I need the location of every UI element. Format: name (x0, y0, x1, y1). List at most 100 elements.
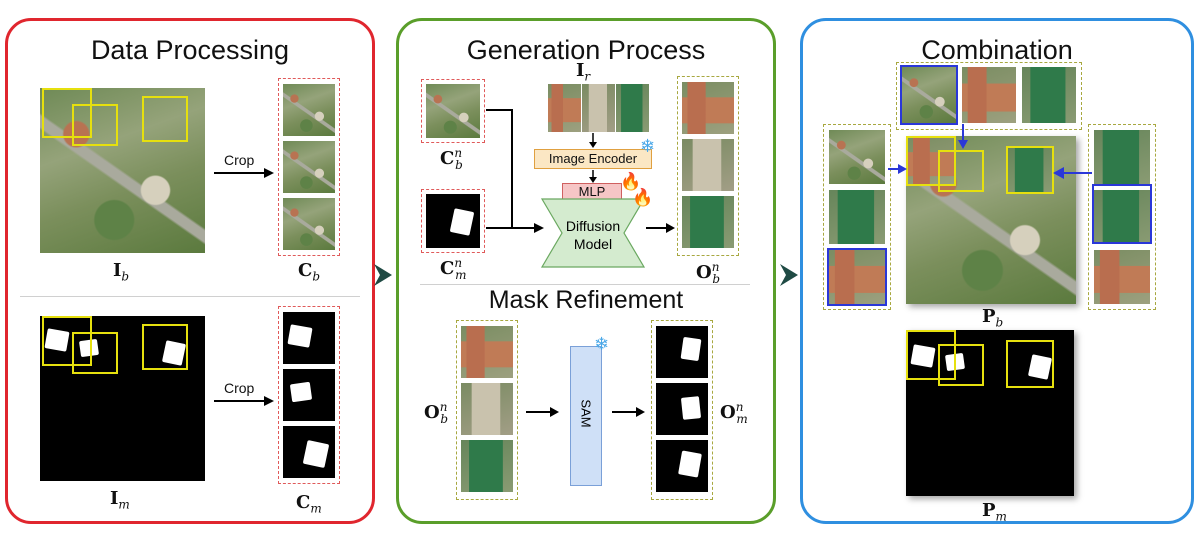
label-omn: Onm (720, 400, 748, 426)
composite-mask (906, 330, 1074, 496)
diffusion-model-label-line2: Model (573, 236, 613, 252)
cm-crop-2 (283, 369, 335, 421)
arrow-right-icon (612, 407, 645, 417)
label-obn-refine: Onb (424, 400, 449, 426)
reference-image-1 (548, 84, 581, 132)
composite-mask-box-1 (906, 330, 956, 380)
section-divider (20, 296, 360, 297)
fire-icon: 🔥 (620, 172, 642, 191)
composite-mask-box-3 (1006, 340, 1054, 388)
right-crop-2 (1094, 190, 1150, 244)
cmn-image (426, 194, 480, 248)
right-crop-3 (1094, 250, 1150, 304)
diffusion-model-block (540, 198, 646, 268)
arrow-right-icon (646, 223, 675, 233)
fire-icon: 🔥 (632, 188, 654, 207)
arrow-right-icon (214, 396, 274, 406)
label-ir: Ir (576, 60, 591, 84)
mask-crop-box-3 (142, 324, 188, 370)
top-crop-3 (1022, 67, 1076, 123)
crop-label-top: Crop (224, 152, 255, 168)
label-cm: Cm (296, 492, 322, 516)
cbn-image (426, 84, 480, 138)
right-crop-1 (1094, 130, 1150, 184)
omn-2 (656, 383, 708, 435)
generation-title: Generation Process (466, 35, 706, 65)
omn-frame (651, 320, 713, 500)
pasted-patch-1 (908, 138, 956, 186)
cbn-frame (421, 79, 485, 143)
arrow-left-icon (1053, 167, 1092, 179)
crop-label-bottom: Crop (224, 380, 255, 396)
top-crop-1-highlight (900, 65, 958, 125)
label-cb: Cb (298, 260, 321, 284)
section-divider (420, 284, 750, 285)
data-processing-title: Data Processing (90, 35, 290, 65)
label-obn-output: Onb (696, 260, 721, 286)
right-crops-frame (1088, 124, 1156, 310)
arrow-right-icon (888, 164, 907, 174)
arrow-right-icon (374, 264, 392, 286)
omn-3 (656, 440, 708, 492)
arrow-right-icon (214, 168, 274, 178)
label-cmn: Cnm (440, 256, 467, 282)
snowflake-icon: ❄ (594, 334, 610, 354)
source-mask-image (40, 316, 205, 481)
composite-box-1 (906, 136, 956, 186)
label-im: Im (110, 488, 130, 512)
label-ib: Ib (113, 260, 130, 284)
composite-box-3 (1006, 146, 1054, 194)
left-crops-frame (823, 124, 891, 310)
obn-refine-3 (461, 440, 513, 492)
crop-box-1 (42, 88, 92, 138)
left-crop-3-highlight (827, 248, 887, 306)
left-crop-3 (829, 250, 885, 304)
left-crop-2 (829, 190, 885, 244)
top-crop-2 (962, 67, 1016, 123)
obn-output-2 (682, 139, 734, 191)
omn-1 (656, 326, 708, 378)
input-connector (486, 109, 544, 233)
arrow-down-icon (589, 133, 597, 148)
mask-crop-box-2 (72, 332, 118, 374)
image-encoder-block: Image Encoder (534, 149, 652, 169)
top-crops-frame (896, 62, 1082, 130)
composite-box-2 (938, 150, 984, 192)
cb-crop-2 (283, 141, 335, 193)
right-crop-2-highlight (1092, 184, 1152, 244)
label-cbn: Cnb (440, 146, 463, 172)
cm-crop-3 (283, 426, 335, 478)
label-pb: Pb (982, 306, 1004, 330)
obn-output-frame (677, 76, 739, 256)
obn-output-1 (682, 82, 734, 134)
cb-crop-3 (283, 198, 335, 250)
arrow-right-icon (780, 264, 798, 286)
arrow-down-icon (589, 170, 597, 183)
mask-crop-box-1 (42, 316, 92, 366)
cmn-frame (421, 189, 485, 253)
snowflake-icon: ❄ (640, 136, 656, 156)
cm-crops-frame (278, 306, 340, 484)
sam-label: SAM (578, 399, 594, 428)
top-crop-1 (902, 67, 956, 123)
composite-mask-box-2 (938, 344, 984, 386)
combination-title: Combination (921, 35, 1073, 65)
cb-crop-1 (283, 84, 335, 136)
obn-refine-1 (461, 326, 513, 378)
label-pm: Pm (982, 500, 1007, 524)
diffusion-model-label-line1: Diffusion (565, 218, 621, 234)
arrow-right-icon (526, 407, 559, 417)
reference-image-2 (582, 84, 615, 132)
reference-image-3 (616, 84, 649, 132)
arrow-down-icon (958, 124, 968, 149)
crop-box-2 (72, 104, 118, 146)
cm-crop-1 (283, 312, 335, 364)
obn-output-3 (682, 196, 734, 248)
source-aerial-image (40, 88, 205, 253)
obn-refine-2 (461, 383, 513, 435)
crop-box-3 (142, 96, 188, 142)
pasted-patch-3 (1008, 148, 1052, 192)
mask-refinement-title: Mask Refinement (488, 286, 684, 314)
obn-refine-frame (456, 320, 518, 500)
left-crop-1 (829, 130, 885, 184)
